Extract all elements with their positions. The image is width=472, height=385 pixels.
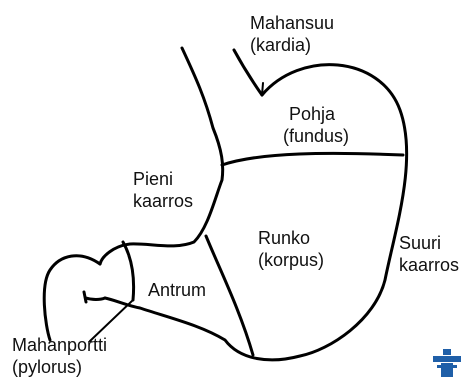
greater-curvature-wall: [105, 65, 407, 360]
label-greater-curvature-line-1: Suuri: [399, 232, 459, 254]
fundus-divider: [222, 153, 403, 165]
label-body-line-2: (korpus): [258, 249, 324, 271]
label-body-line-1: Runko: [258, 227, 324, 249]
label-lesser-curvature-line-1: Pieni: [133, 168, 193, 190]
label-body: Runko (korpus): [258, 227, 324, 271]
label-cardia: Mahansuu (kardia): [250, 12, 334, 56]
label-greater-curvature: Suuri kaarros: [399, 232, 459, 276]
label-pylorus-line-1: Mahanportti: [12, 334, 107, 356]
label-cardia-line-1: Mahansuu: [250, 12, 334, 34]
label-pylorus-line-2: (pylorus): [12, 356, 107, 378]
antrum-divider: [206, 236, 253, 355]
pylorus-divider: [123, 242, 134, 300]
label-cardia-line-2: (kardia): [250, 34, 334, 56]
label-fundus-line-1: Pohja: [283, 103, 349, 125]
duodenum-pylorus-arm: [86, 298, 105, 300]
label-fundus: Pohja (fundus): [283, 103, 349, 147]
duodenum-left-tip: [84, 292, 86, 302]
esophagus-right-wall: [234, 50, 262, 95]
label-lesser-curvature: Pieni kaarros: [133, 168, 193, 212]
cardia-marker: [262, 83, 263, 95]
label-fundus-line-2: (fundus): [283, 125, 349, 147]
label-pylorus: Mahanportti (pylorus): [12, 334, 107, 378]
label-lesser-curvature-line-2: kaarros: [133, 190, 193, 212]
label-antrum: Antrum: [148, 279, 206, 301]
label-greater-curvature-line-2: kaarros: [399, 254, 459, 276]
esophagus-left-wall: [100, 48, 223, 264]
label-antrum-line-1: Antrum: [148, 279, 206, 301]
cross-logo-icon: [432, 348, 462, 378]
